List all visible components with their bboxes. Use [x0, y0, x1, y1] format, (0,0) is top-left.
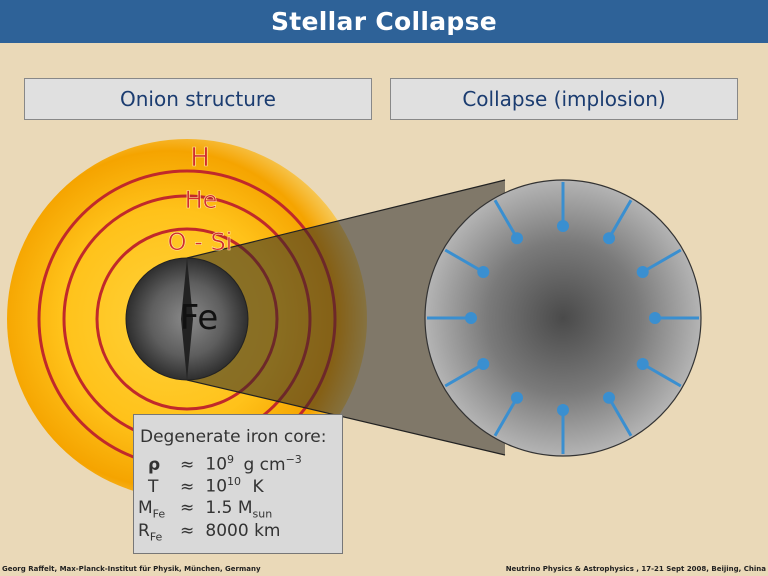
- layer-label-he: He: [185, 186, 218, 214]
- layer-label-osi: O - Si: [168, 228, 233, 256]
- implosion-arrow-head: [511, 391, 523, 404]
- implosion-arrow: [444, 248, 485, 274]
- implosion-arrow: [641, 362, 682, 388]
- radius-row: RFe≈ 8000 km: [138, 521, 281, 544]
- implosion-arrow: [641, 248, 682, 274]
- footer-conference: Neutrino Physics & Astrophysics , 17-21 …: [505, 565, 766, 573]
- implosion-arrow-head: [477, 358, 490, 370]
- implosion-arrow-head: [603, 232, 615, 245]
- slide-title: Stellar Collapse: [0, 0, 768, 43]
- implosion-arrow-head: [465, 312, 477, 324]
- core-properties-title: Degenerate iron core:: [140, 427, 327, 447]
- implosion-arrow-head: [477, 266, 490, 278]
- implosion-arrow-head: [636, 358, 649, 370]
- implosion-arrow: [493, 199, 519, 240]
- collapsing-core: [424, 179, 702, 457]
- implosion-arrow-head: [557, 404, 569, 416]
- implosion-arrow: [607, 396, 633, 437]
- magnification-cone: [187, 180, 505, 455]
- implosion-arrow: [607, 199, 633, 240]
- collapse-label: Collapse (implosion): [390, 78, 738, 120]
- layer-label-h: H: [190, 143, 210, 173]
- mass-row: MFe≈ 1.5 Msun: [138, 498, 273, 521]
- density-row: ρ≈ 109 g cm−3: [148, 453, 302, 475]
- implosion-arrows: [427, 182, 699, 454]
- implosion-arrow: [493, 396, 519, 437]
- core-properties-box: Degenerate iron core: ρ≈ 109 g cm−3 T≈ 1…: [133, 414, 343, 554]
- implosion-arrow-head: [557, 220, 569, 232]
- implosion-arrow-head: [649, 312, 661, 324]
- implosion-arrow: [444, 362, 485, 388]
- core-wedge: [181, 258, 193, 380]
- implosion-arrow-head: [603, 391, 615, 404]
- implosion-arrow-head: [636, 266, 649, 278]
- layer-label-fe: Fe: [180, 298, 219, 338]
- onion-structure-label: Onion structure: [24, 78, 372, 120]
- footer-author: Georg Raffelt, Max-Planck-Institut für P…: [2, 565, 261, 573]
- implosion-arrow-head: [511, 232, 523, 245]
- temperature-row: T≈ 1010 K: [148, 475, 264, 497]
